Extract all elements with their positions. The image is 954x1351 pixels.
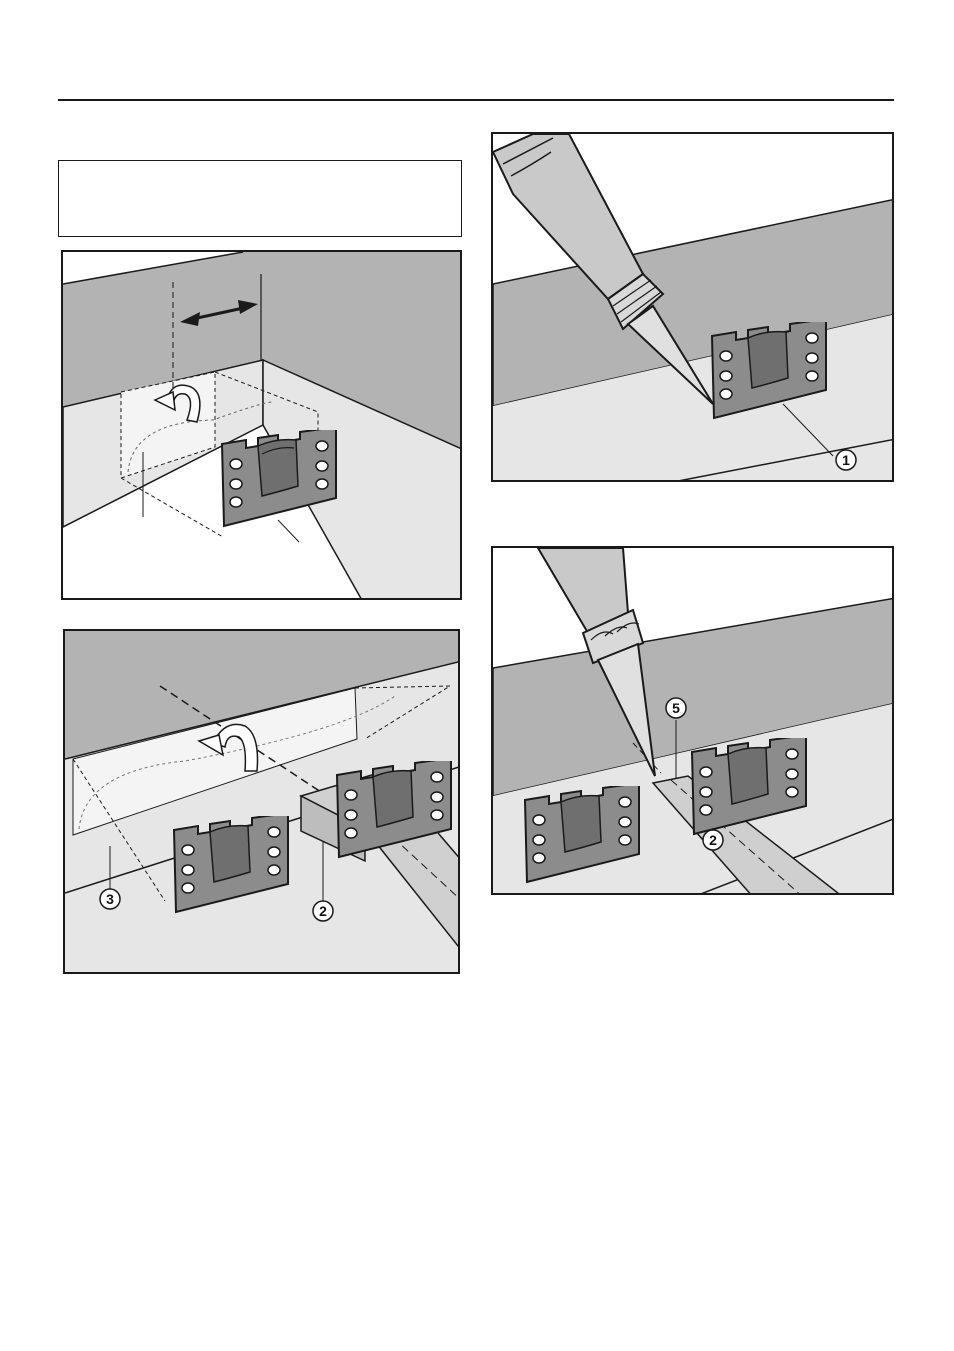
- note-box: [58, 160, 462, 237]
- figure-bottom-right-illustration: 5 2: [493, 548, 894, 895]
- figure-bottom-left: 3 2: [63, 629, 460, 974]
- figure-top-right: 1: [491, 132, 894, 482]
- svg-text:2: 2: [319, 903, 327, 919]
- svg-text:2: 2: [709, 832, 717, 848]
- svg-text:1: 1: [842, 452, 850, 468]
- callout-2: 2: [313, 901, 333, 921]
- svg-text:3: 3: [106, 891, 114, 907]
- svg-text:5: 5: [672, 700, 680, 716]
- callout-2: 2: [703, 830, 723, 850]
- figure-top-left: [61, 250, 462, 600]
- header-rule: [58, 99, 894, 101]
- callout-5: 5: [666, 698, 686, 718]
- figure-top-left-illustration: [63, 252, 462, 600]
- figure-top-right-illustration: 1: [493, 134, 894, 482]
- figure-bottom-left-illustration: 3 2: [65, 631, 460, 974]
- figure-bottom-right: 5 2: [491, 546, 894, 895]
- callout-3: 3: [100, 889, 120, 909]
- callout-1: 1: [836, 450, 856, 470]
